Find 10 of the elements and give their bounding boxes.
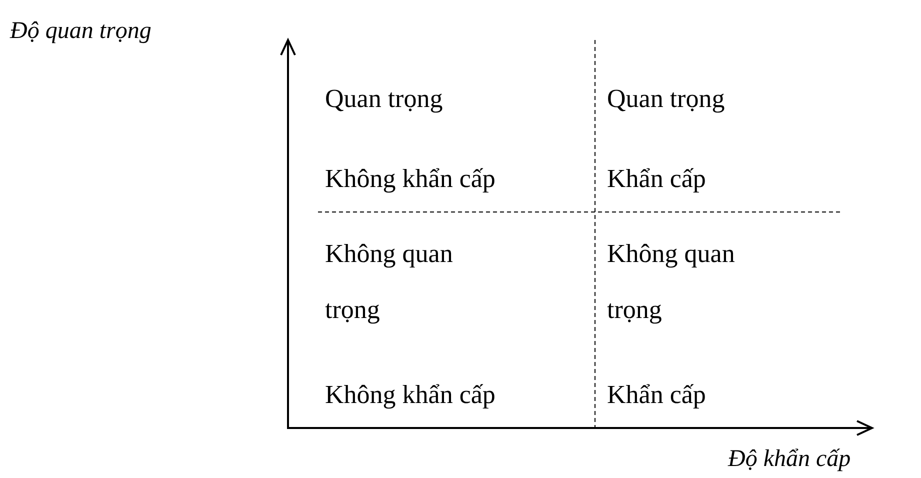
quadrant-label: Không khẩn cấp <box>325 380 496 410</box>
quadrant-label: Quan trọng <box>607 84 725 114</box>
quadrant-label: Không khẩn cấp <box>325 164 496 194</box>
axis-title: Độ khẩn cấp <box>728 445 851 474</box>
axis-title: Độ quan trọng <box>10 17 152 46</box>
quadrant-label: Không quan trọng <box>325 238 454 326</box>
quadrant-label: Quan trọng <box>325 84 443 114</box>
quadrant-label: Khẩn cấp <box>607 164 706 194</box>
quadrant-label: Không quan trọng <box>607 238 736 326</box>
quadrant-label: Khẩn cấp <box>607 380 706 410</box>
